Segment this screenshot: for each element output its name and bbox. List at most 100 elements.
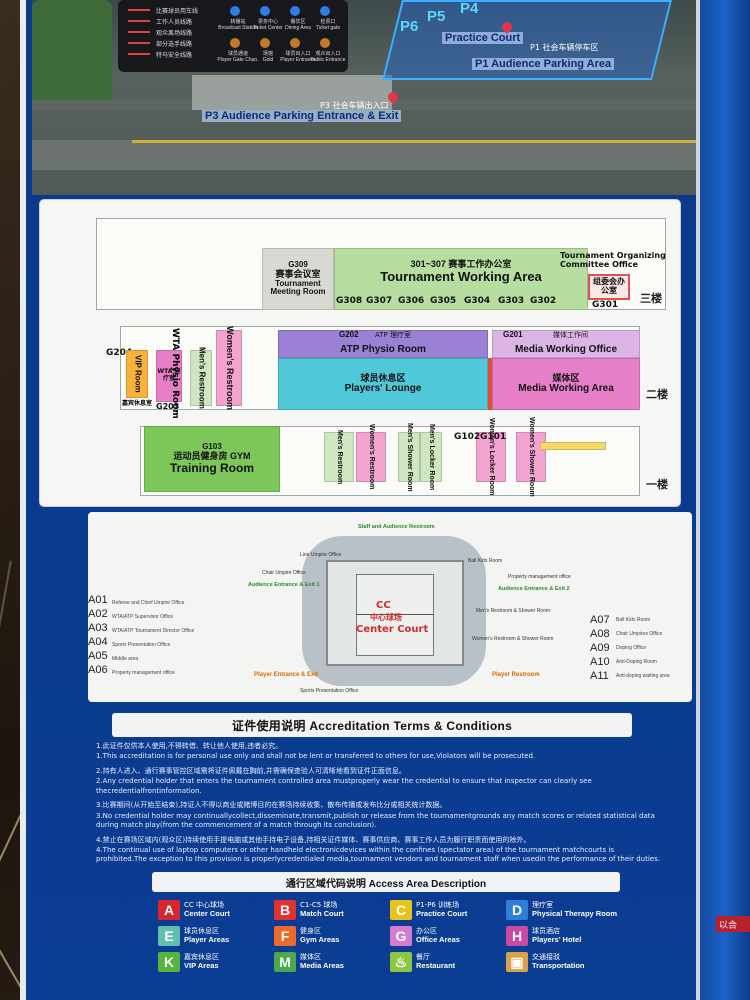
- area-code: A02: [88, 608, 108, 620]
- mens-restroom-shower-label: Men's Restroom & Shower Room: [476, 608, 551, 614]
- access-area-item: K 嘉宾休息区 VIP Areas: [158, 952, 219, 972]
- term-line: 4.禁止在赛场区域内(观众区)持续使用手提电脑或其他手持电子设备,持相关证件媒体…: [96, 835, 531, 844]
- area-badge: F: [274, 926, 296, 946]
- road: [132, 140, 696, 143]
- area-en: Practice Court: [416, 908, 468, 918]
- area-en: Media Areas: [300, 960, 344, 970]
- legend-icon: [290, 6, 300, 16]
- area-cn: 健身区: [300, 927, 321, 936]
- committee-office-en: Tournament Organizing Committee Office: [560, 251, 666, 269]
- legend-icon-cn: 票务中心: [257, 19, 278, 25]
- court-title-cn: 中心球场: [370, 613, 402, 622]
- access-area-item: M 媒体区 Media Areas: [274, 952, 344, 972]
- code-g101: G101: [480, 432, 507, 442]
- area-en: Gym Areas: [300, 934, 340, 944]
- legend-icon-en: Player Gate Chan.: [217, 57, 259, 63]
- area-code: A03: [88, 622, 108, 634]
- floor1-room: Men's Restroom: [324, 430, 354, 484]
- room-g309: G309 赛事会议室 Tournament Meeting Room: [262, 248, 334, 310]
- bus-icon: ▣: [506, 952, 528, 972]
- floor-plan-panel: G309 赛事会议室 Tournament Meeting Room 301~3…: [40, 200, 680, 506]
- access-area-item: H 球员酒店 Players' Hotel: [506, 926, 581, 946]
- area-code-desc: Chair Umpires Office: [616, 631, 663, 637]
- area-badge: K: [158, 952, 180, 972]
- adjacent-panel-tag: 以合: [716, 916, 750, 932]
- floor1-room: Men's Locker Room: [420, 424, 442, 490]
- room-code: G307: [366, 296, 393, 306]
- sports-presentation-label: Sports Presentation Office: [300, 688, 359, 694]
- atp-physio-room: G202 ATP 理疗室 ATP Physio Room: [278, 330, 488, 358]
- area-en: Restaurant: [416, 960, 456, 970]
- floor1-room: Men's Shower Room: [398, 423, 420, 491]
- area-cn: 球员休息区: [184, 927, 219, 936]
- area-code-desc: WTA/ATP Supervisor Office: [112, 614, 174, 620]
- code-g203: G203: [156, 402, 180, 411]
- media-working-area: 媒体区 Media Working Area: [492, 358, 640, 410]
- area-en: Player Areas: [184, 934, 230, 944]
- code-g102: G102: [454, 432, 481, 442]
- area-cn: 餐厅: [416, 953, 430, 962]
- legend-icon-en: Ticket Center: [253, 25, 283, 31]
- womens-restroom-shower-label: Women's Restroom & Shower Room: [472, 636, 554, 642]
- ball-kids-label: Ball Kids Room: [468, 558, 503, 564]
- property-office-label: Property management office: [508, 574, 571, 580]
- legend-icon-cn: 检票口: [320, 19, 336, 25]
- legend-icon-en: Ticket gate: [315, 25, 341, 31]
- court-net: [356, 614, 434, 615]
- legend-line-label: 特马安全线路: [156, 52, 193, 59]
- player-entrance-label: Player Entrance & Exit: [254, 672, 319, 678]
- audience-entrance-1: Audience Entrance & Exit 1: [248, 582, 320, 588]
- area-code-desc: Middle area: [112, 656, 139, 662]
- area-code-desc: Sports Presentation Office: [112, 642, 171, 648]
- area-cn: 理疗室: [532, 901, 553, 910]
- term-line: 4.The continual use of laptop computers …: [96, 845, 660, 864]
- access-area-item: ♨ 餐厅 Restaurant: [390, 952, 455, 972]
- wta-physio-label: WTA Physio Room: [170, 328, 180, 419]
- area-code-desc: Ball Kids Room: [616, 617, 651, 623]
- player-restroom-label: Player Restroom: [492, 672, 540, 678]
- accreditation-terms: 1.此证件仅供本人使用,不得转借、转让他人使用,违者必究。1.This accr…: [96, 742, 666, 870]
- room-code: G302: [530, 296, 557, 306]
- room-code: G306: [398, 296, 425, 306]
- practice-court-label: Practice Court: [442, 32, 524, 44]
- area-cn: 办公区: [416, 927, 437, 936]
- legend-icon: [290, 38, 300, 48]
- legend-icon-en: Gold: [262, 57, 274, 63]
- court-title-en: Center Court: [356, 624, 429, 635]
- vip-room-cn: 嘉宾休息室: [122, 400, 153, 407]
- room-code: G301: [592, 300, 619, 310]
- area-cn: C1-C5 球场: [300, 901, 338, 910]
- floor2-tag: 二楼: [646, 388, 668, 401]
- room-code: G304: [464, 296, 491, 306]
- staff-restroom-label: Staff and Audience Restroom: [358, 524, 435, 530]
- area-badge: C: [390, 900, 412, 920]
- floor1-room: Women's Shower Room: [516, 417, 546, 497]
- area-badge: H: [506, 926, 528, 946]
- floor3-tag: 三楼: [640, 292, 662, 305]
- stair-divider: [488, 358, 492, 410]
- legend-icon-en: Player Entrance: [280, 57, 316, 63]
- media-working-office: G201 媒体工作间 Media Working Office: [492, 330, 640, 358]
- term-line: 3.比赛期间(从开始至结束),持证人不得以商业或赌博目的在赛场持续收集、散布传播…: [96, 801, 447, 810]
- area-code: A08: [590, 628, 610, 640]
- access-area-item: D 理疗室 Physical Therapy Room: [506, 900, 617, 920]
- area-code: A10: [590, 656, 610, 668]
- womens-restroom-2f: Women's Restroom: [216, 326, 242, 410]
- area-badge: G: [390, 926, 412, 946]
- legend-line-label: 工作人员线路: [156, 19, 193, 26]
- area-badge: M: [274, 952, 296, 972]
- term-line: 2.Any credential holder that enters the …: [96, 777, 592, 795]
- legend-icon-cn: 转播站: [230, 19, 246, 25]
- legend-icon: [320, 38, 330, 48]
- area-cn: CC 中心球场: [184, 901, 225, 910]
- center-court-panel: CC 中心球场 Center Court Staff and Audience …: [88, 512, 692, 702]
- area-code-desc: Doping Office: [616, 645, 647, 651]
- area-en: Match Court: [300, 908, 344, 918]
- legend-icon-en: Dining Area: [285, 25, 311, 31]
- mens-restroom-2f: Men's Restroom: [190, 347, 212, 409]
- accreditation-header: 证件使用说明 Accreditation Terms & Conditions: [112, 713, 632, 737]
- area-en: Players' Hotel: [532, 934, 582, 944]
- legend-icon: [320, 6, 330, 16]
- stairwell-marker: [540, 442, 606, 450]
- players-lounge: 球员休息区 Players' Lounge: [278, 358, 488, 410]
